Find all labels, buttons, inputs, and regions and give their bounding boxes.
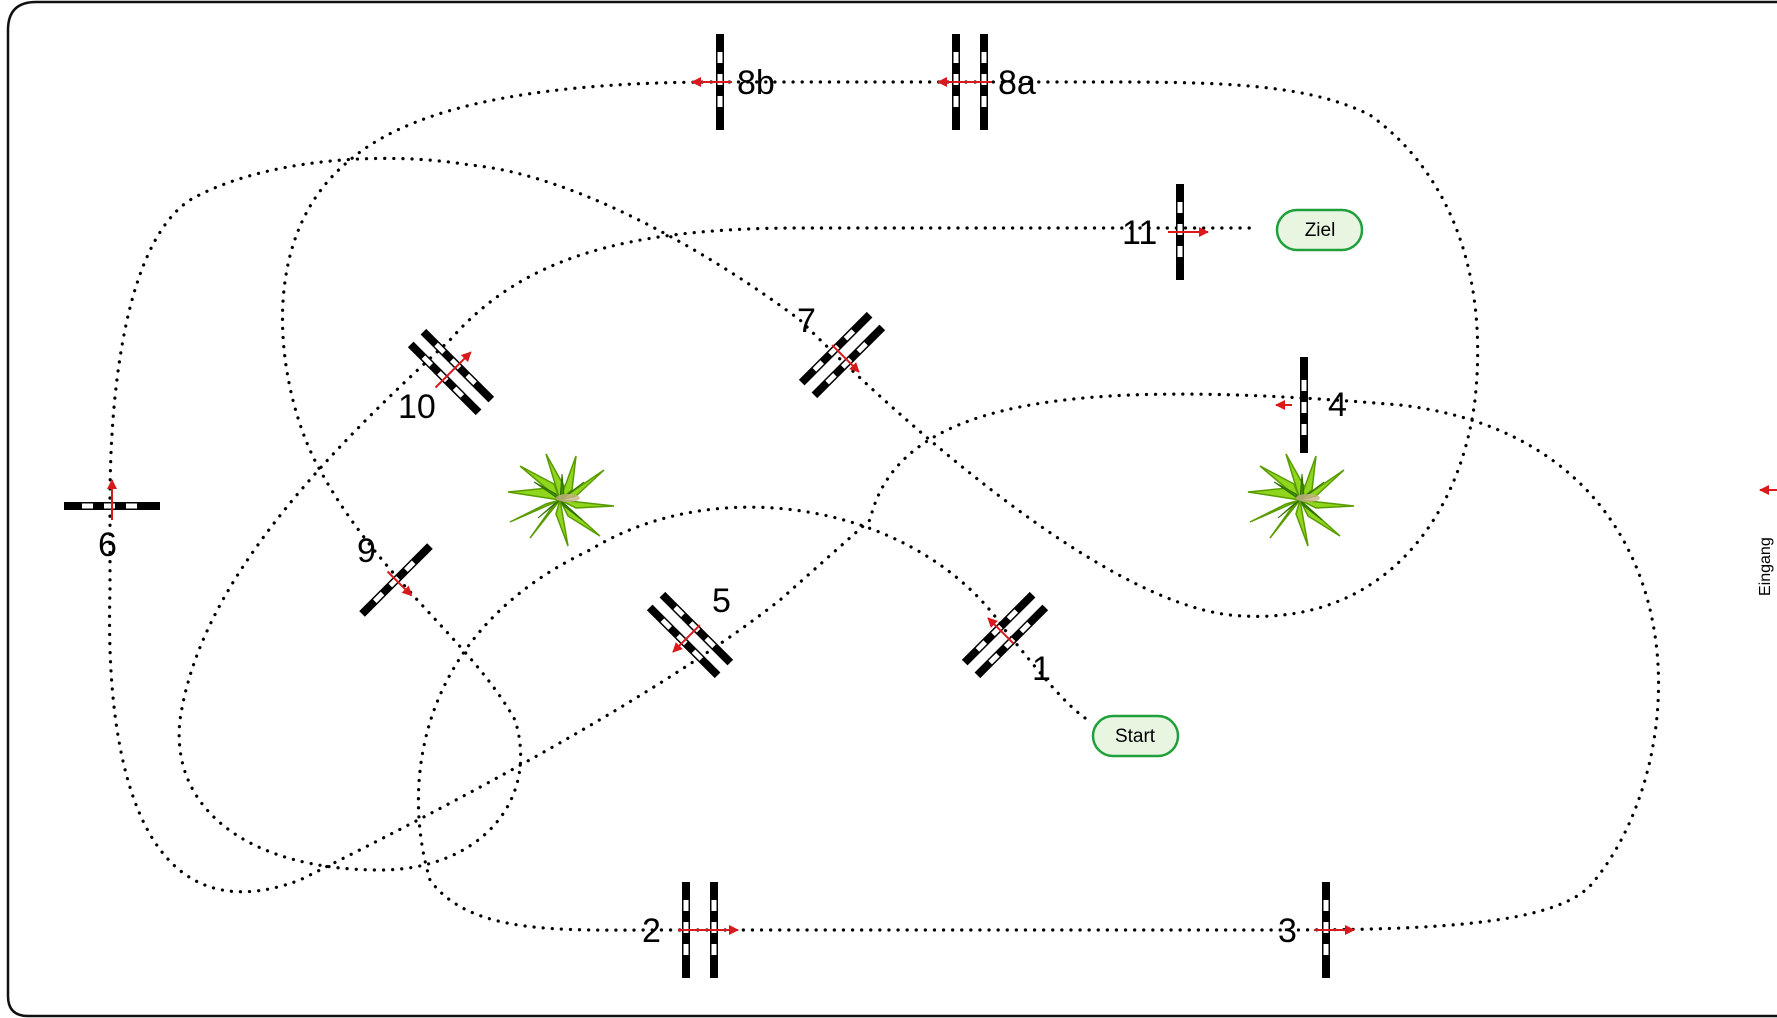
- jump-6: [64, 479, 160, 520]
- jump-number: 11: [1122, 214, 1157, 252]
- jump-number: 10: [398, 388, 436, 426]
- jump-number: 7: [797, 302, 816, 340]
- jump-11: [1168, 184, 1209, 280]
- finish-label: Ziel: [1305, 220, 1336, 241]
- jump-number: 9: [357, 532, 376, 570]
- arena-border: [6, 0, 1777, 1018]
- jump-number: 6: [98, 526, 117, 564]
- start-marker: Start: [1091, 714, 1180, 758]
- jump-2: [678, 882, 739, 978]
- entrance-marker: Eingang: [1757, 485, 1777, 596]
- start-label: Start: [1115, 726, 1156, 747]
- finish-marker: Ziel: [1275, 208, 1364, 252]
- jump-10: [407, 328, 495, 416]
- jump-number: 1: [1032, 650, 1051, 688]
- jump-number: 3: [1278, 912, 1297, 950]
- jump-9: [359, 543, 433, 617]
- jump-1: [961, 591, 1049, 679]
- jump-number: 5: [712, 582, 731, 620]
- jump-number: 8b: [737, 64, 775, 102]
- jump-3: [1314, 882, 1355, 978]
- jump-number: 2: [642, 912, 661, 950]
- plant-icon: [507, 453, 615, 547]
- jump-number: 4: [1328, 386, 1347, 424]
- course-track: [107, 80, 1661, 932]
- jump-8a: [937, 34, 992, 130]
- entrance-label: Eingang: [1757, 537, 1774, 596]
- jump-8b: [691, 34, 732, 130]
- jump-4: [1275, 357, 1308, 453]
- jump-7: [798, 311, 886, 399]
- jump-5: [646, 591, 734, 679]
- plant-icon: [1247, 453, 1355, 547]
- jump-number: 8a: [998, 64, 1036, 102]
